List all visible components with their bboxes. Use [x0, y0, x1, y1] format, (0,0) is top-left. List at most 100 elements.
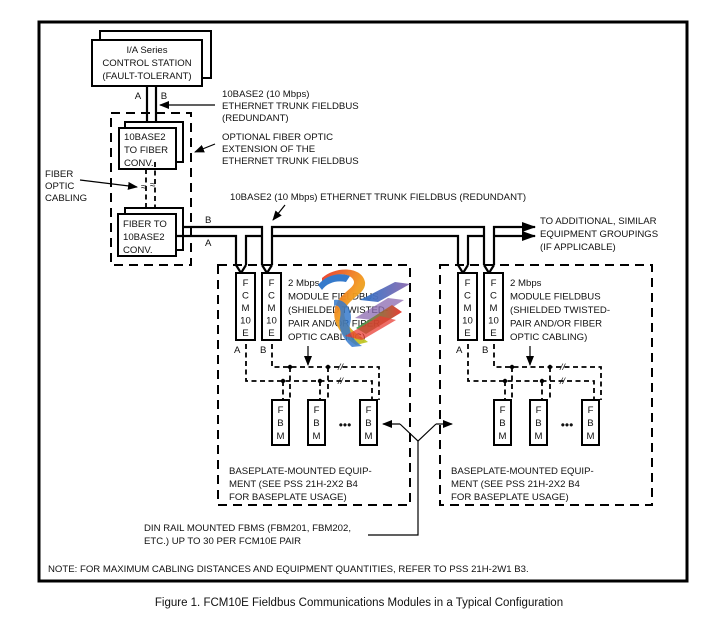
fbm-letter: F	[536, 405, 542, 416]
fcm-b-label: B	[482, 345, 488, 356]
cable-break-icon: //	[559, 376, 567, 386]
baseplate-line-2: MENT (SEE PSS 21H-2X2 B4	[451, 479, 581, 490]
module-bus-b	[271, 344, 380, 400]
module-fieldbus-line-2: MODULE FIELDBUS	[288, 292, 379, 303]
to-fiber-line-3: CONV.	[124, 158, 154, 169]
fbm-module	[581, 399, 600, 446]
fiber-cabling-arrow	[79, 179, 138, 190]
fbm-module	[493, 399, 512, 446]
module-fieldbus-line-1: 2 Mbps	[510, 278, 542, 289]
junction-dot	[280, 378, 286, 384]
note-text: NOTE: FOR MAXIMUM CABLING DISTANCES AND …	[48, 564, 529, 575]
control-station: I/A Series CONTROL STATION (FAULT-TOLERA…	[91, 30, 212, 87]
module-bus-a	[467, 344, 595, 400]
junction-dot	[287, 364, 293, 370]
fbm-letter: M	[277, 431, 285, 442]
module-fieldbus-line-5: OPTIC CABLING)	[510, 332, 587, 343]
fiber-cabling-line-1: FIBER	[45, 169, 73, 180]
fcm-letter: C	[490, 291, 497, 302]
din-rail-callout	[368, 420, 453, 536]
fcm-letter: F	[243, 278, 249, 289]
fbm-letter: B	[313, 418, 319, 429]
fcm-letter: 10	[488, 316, 499, 327]
to-fiber-line-1: 10BASE2	[124, 132, 166, 143]
fcm-letter: F	[465, 278, 471, 289]
din-rail-line-2: ETC.) UP TO 30 PER FCM10E PAIR	[144, 536, 301, 547]
figure-caption: Figure 1. FCM10E Fieldbus Communications…	[155, 597, 563, 609]
fbm-letter: M	[313, 431, 321, 442]
module-fieldbus-line-4: PAIR AND/OR FIBER	[288, 319, 380, 330]
trunk-label-1-line-1: 10BASE2 (10 Mbps)	[222, 89, 309, 100]
trunk-arrow-2	[272, 204, 286, 221]
to-fiber-line-2: TO FIBER	[124, 145, 168, 156]
fcm-letter: C	[242, 291, 249, 302]
din-rail-line-1: DIN RAIL MOUNTED FBMS (FBM201, FBM202,	[144, 523, 351, 534]
baseplate-line-3: FOR BASEPLATE USAGE)	[229, 492, 347, 503]
fbm-module	[271, 399, 290, 446]
junction-dot	[509, 364, 515, 370]
trunk-bus	[176, 222, 536, 276]
optional-fiber-line-2: EXTENSION OF THE	[222, 144, 315, 155]
fcm-letter: E	[242, 328, 248, 339]
from-fiber-line-2: 10BASE2	[123, 232, 165, 243]
fcm10e-a-module	[235, 272, 256, 341]
fcm-a-label: A	[456, 345, 463, 356]
baseplate-line-1: BASEPLATE-MOUNTED EQUIP-	[451, 466, 594, 477]
module-fieldbus-line-4: PAIR AND/OR FIBER	[510, 319, 602, 330]
fbm-letter: M	[587, 431, 595, 442]
fcm-letter: 10	[240, 316, 251, 327]
optional-fiber-line-1: OPTIONAL FIBER OPTIC	[222, 132, 333, 143]
fcm10e-b-module	[261, 272, 282, 341]
port-a-label: A	[135, 91, 142, 102]
control-station-line-2: CONTROL STATION	[102, 58, 191, 69]
module-bus-a	[245, 344, 373, 400]
junction-dot	[325, 364, 331, 370]
fiber-cabling-line-2: OPTIC	[45, 181, 74, 192]
fbm-letter: B	[535, 418, 541, 429]
trunk-label-1-line-2: ETHERNET TRUNK FIELDBUS	[222, 101, 359, 112]
group-boundary	[217, 264, 411, 506]
fiber-break-icon-a: ≈	[141, 182, 147, 193]
ellipsis-more-fbms: •••	[561, 418, 574, 432]
optional-fiber-region	[110, 112, 192, 266]
baseplate-line-1: BASEPLATE-MOUNTED EQUIP-	[229, 466, 372, 477]
to-additional-line-3: (IF APPLICABLE)	[540, 242, 616, 253]
fcm-letter: C	[268, 291, 275, 302]
outer-frame	[37, 20, 689, 583]
control-station-line-3: (FAULT-TOLERANT)	[102, 71, 191, 82]
fbm-letter: M	[499, 431, 507, 442]
fbm-letter: F	[278, 405, 284, 416]
fcm-letter: E	[268, 328, 274, 339]
fbm-letter: F	[588, 405, 594, 416]
module-fieldbus-line-3: (SHIELDED TWISTED-	[510, 305, 610, 316]
fbm-letter: M	[535, 431, 543, 442]
cable-break-icon: //	[337, 376, 345, 386]
ellipsis-more-fbms: •••	[339, 418, 352, 432]
optional-fiber-line-3: ETHERNET TRUNK FIELDBUS	[222, 156, 359, 167]
fiber-break-icon-b: ≈	[150, 180, 156, 191]
cable-break-icon: //	[559, 362, 567, 372]
baseplate-line-3: FOR BASEPLATE USAGE)	[451, 492, 569, 503]
trunk-label-1-line-3: (REDUNDANT)	[222, 113, 289, 124]
fbm-letter: F	[366, 405, 372, 416]
fbm-module	[307, 399, 326, 446]
fbm-module	[529, 399, 548, 446]
junction-dot	[502, 378, 508, 384]
from-fiber-line-3: CONV.	[123, 245, 153, 256]
fcm-letter: E	[490, 328, 496, 339]
junction-dot	[317, 378, 323, 384]
from-fiber-converter: FIBER TO 10BASE2 CONV.	[117, 207, 184, 257]
fcm-letter: F	[491, 278, 497, 289]
module-fieldbus-line-5: OPTIC CABLING)	[288, 332, 365, 343]
control-station-line-1: I/A Series	[126, 45, 167, 56]
to-additional-line-1: TO ADDITIONAL, SIMILAR	[540, 216, 657, 227]
fcm-letter: M	[268, 303, 276, 314]
fbm-letter: B	[587, 418, 593, 429]
fcm-letter: M	[490, 303, 498, 314]
junction-dot	[539, 378, 545, 384]
fcm-letter: C	[464, 291, 471, 302]
fbm-letter: F	[314, 405, 320, 416]
